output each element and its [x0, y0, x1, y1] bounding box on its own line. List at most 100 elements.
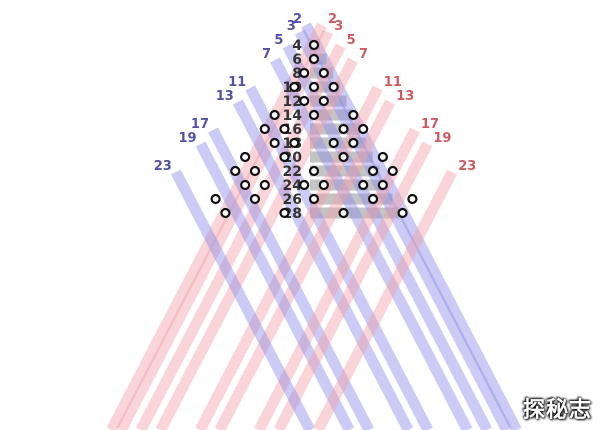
even-number-label: 12 [283, 94, 302, 110]
goldbach-pair-dot [299, 179, 310, 191]
goldbach-pair-dot [249, 193, 261, 205]
prime-band-red [106, 22, 327, 430]
prime-label-blue: 11 [228, 75, 246, 90]
prime-label-red: 17 [421, 117, 439, 132]
even-number-label: 6 [292, 52, 302, 68]
prime-band-blue [232, 99, 414, 430]
prime-band-red [273, 141, 433, 430]
goldbach-pair-dot [308, 165, 320, 177]
goldbach-pair-dot [358, 179, 369, 191]
row-bar [310, 193, 393, 205]
goldbach-pair-dot [348, 109, 359, 121]
prime-band-blue [282, 43, 492, 430]
even-number-label: 14 [283, 108, 303, 124]
goldbach-pair-dot [240, 179, 251, 191]
prime-label-red: 19 [433, 131, 451, 146]
row-bar [310, 109, 353, 121]
goldbach-pair-dot [377, 179, 388, 191]
number-labels: 2233557711111313171719192323468101214161… [154, 12, 477, 222]
pair-dots [210, 39, 418, 219]
goldbach-pair-dot [328, 137, 339, 149]
prime-label-red: 3 [334, 19, 343, 34]
prime-band-red [254, 127, 420, 430]
row-bar [310, 179, 386, 191]
even-number-label: 24 [283, 178, 303, 194]
row-bar [310, 165, 380, 177]
goldbach-pair-dot [220, 207, 231, 219]
even-number-label: 22 [283, 164, 302, 180]
goldbach-pair-dot [377, 151, 388, 163]
goldbach-pair-dot [279, 207, 290, 219]
goldbach-pair-dot [308, 39, 320, 51]
prime-band-blue [301, 22, 522, 430]
row-bar [310, 207, 400, 219]
goldbach-pair-dot [210, 193, 221, 205]
goldbach-pair-dot [289, 81, 300, 93]
goldbach-pair-dot [249, 165, 261, 177]
goldbach-pair-dot [348, 137, 359, 149]
goldbach-pair-dot [318, 67, 329, 79]
goldbach-pair-dot [367, 165, 379, 177]
goldbach-pair-dot [240, 151, 251, 163]
prime-band-red [195, 85, 383, 430]
row-bar [310, 81, 340, 93]
goldbach-pair-dot [259, 179, 270, 191]
prime-label-blue: 17 [191, 117, 209, 132]
prime-band-blue [170, 169, 315, 430]
goldbach-pair-dot [338, 207, 349, 219]
prime-band-blue [195, 141, 355, 430]
goldbach-pair-dot [299, 95, 310, 107]
prime-label-blue: 2 [293, 12, 302, 27]
goldbach-pair-dot [308, 81, 320, 93]
prime-band-red [116, 29, 334, 430]
prime-band-blue [294, 29, 512, 430]
prime-label-red: 23 [458, 159, 476, 174]
prime-label-red: 13 [396, 89, 414, 104]
prime-bands [106, 22, 522, 430]
goldbach-pair-dot [338, 123, 349, 135]
goldbach-pair-dot [289, 137, 300, 149]
prime-band-blue [270, 57, 473, 430]
goldbach-pair-dot [367, 193, 379, 205]
prime-band-red [313, 169, 458, 430]
even-number-label: 8 [292, 66, 302, 82]
goldbach-pair-dot [338, 151, 349, 163]
even-number-label: 26 [283, 192, 302, 208]
goldbach-pair-dot [269, 137, 280, 149]
row-bar [310, 123, 360, 135]
prime-label-blue: 5 [274, 33, 283, 48]
prime-band-blue [245, 85, 433, 430]
prime-label-red: 2 [328, 12, 337, 27]
prime-label-blue: 13 [216, 89, 234, 104]
even-number-label: 4 [292, 38, 302, 54]
prime-label-red: 11 [384, 75, 402, 90]
prime-label-blue: 7 [262, 47, 271, 62]
goldbach-pair-dot [269, 109, 280, 121]
goldbach-pair-dot [397, 207, 408, 219]
goldbach-pair-dot [387, 165, 398, 177]
goldbach-pair-dot [308, 109, 320, 121]
goldbach-pair-dot [299, 67, 310, 79]
goldbach-pair-dot [308, 193, 320, 205]
prime-band-red [136, 43, 346, 430]
goldbach-pair-dot [308, 53, 320, 65]
goldbach-pair-dot [358, 123, 369, 135]
goldbach-pair-dot [279, 151, 290, 163]
watermark: 探秘志 [522, 398, 592, 423]
goldbach-pair-dot [407, 193, 418, 205]
prime-band-red [155, 57, 358, 430]
prime-label-red: 5 [347, 33, 356, 48]
prime-band-red [214, 99, 396, 430]
goldbach-pair-dot [259, 123, 270, 135]
goldbach-pair-dot [318, 179, 329, 191]
goldbach-pair-dot [318, 95, 329, 107]
prime-label-blue: 19 [179, 131, 197, 146]
goldbach-pair-dot [230, 165, 241, 177]
prime-band-blue [208, 127, 374, 430]
prime-label-blue: 23 [154, 159, 172, 174]
prime-label-blue: 3 [287, 19, 296, 34]
goldbach-pair-dot [279, 123, 290, 135]
prime-label-red: 7 [359, 47, 368, 62]
goldbach-pair-dot [328, 81, 339, 93]
